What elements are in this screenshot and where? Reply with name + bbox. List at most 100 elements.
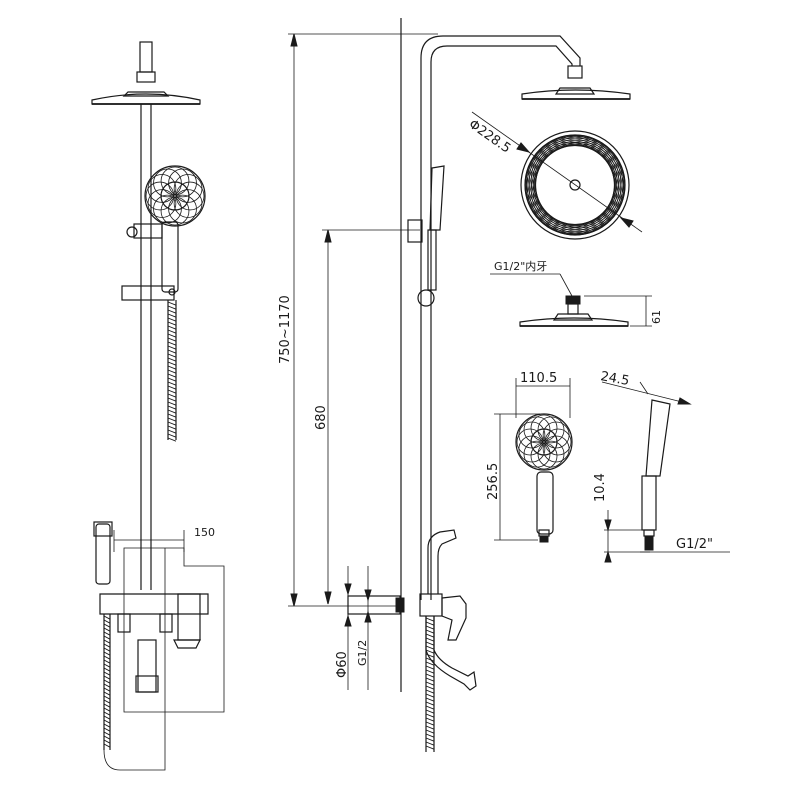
dim-height-arrow-bottom (290, 593, 298, 607)
hose-coil (167, 345, 177, 350)
dim-thread-arrow1 (364, 589, 372, 602)
hose-coil (167, 301, 177, 306)
hand-thread (539, 535, 549, 543)
hose-coil (167, 313, 177, 318)
hand-thread-text: G1/2" (676, 537, 713, 552)
hose-coil (425, 629, 435, 634)
head-side-disc (519, 317, 629, 327)
hose-coil (103, 687, 111, 692)
hose-coil (167, 341, 177, 346)
hand-ring-outer (515, 413, 573, 471)
hose-coil (103, 659, 111, 664)
hose-coil (103, 627, 111, 632)
hose-coil (103, 739, 111, 744)
hose-coil (167, 417, 177, 422)
dim-thread-arrow2 (364, 610, 372, 623)
hose-coil (103, 711, 111, 716)
front-head-connector (136, 71, 156, 83)
hose-coil (103, 707, 111, 712)
hose-coil (103, 719, 111, 724)
front-slider (121, 285, 175, 301)
side-riser-outer (420, 35, 581, 600)
hose-coil (425, 729, 435, 734)
front-holder-knob (126, 226, 138, 238)
hose-coil (425, 677, 435, 682)
lattice-arc (527, 144, 618, 235)
side-head-cap (554, 87, 596, 95)
hose-coil (425, 685, 435, 690)
hose-coil (167, 397, 177, 402)
dim-10-arrow2 (604, 550, 612, 563)
front-hand-handle (161, 221, 179, 293)
hose-coil (167, 405, 177, 410)
head-side-neck (567, 303, 579, 315)
dim-680-arrow-bottom (324, 591, 332, 605)
side-riser-inner (430, 45, 573, 600)
hose-coil (103, 671, 111, 676)
hose-coil (103, 727, 111, 732)
side-spout (425, 616, 477, 691)
front-mixer-body (99, 593, 209, 615)
hose-coil (425, 717, 435, 722)
hose-coil (103, 675, 111, 680)
hose-coil (425, 673, 435, 678)
head-top-lattice (524, 134, 626, 236)
hose-coil (425, 721, 435, 726)
hose-coil (167, 433, 177, 438)
hand-side-end (643, 529, 655, 537)
hand-handle (536, 471, 554, 535)
dim-150-text: 150 (194, 526, 215, 539)
dim-inlet-arrow2 (344, 614, 352, 627)
lattice-arc (542, 421, 570, 449)
lattice-arc (525, 136, 616, 227)
side-wall-bracket (407, 219, 423, 243)
hose-coil (167, 413, 177, 418)
lattice-arc (542, 435, 570, 463)
hose-coil (425, 661, 435, 666)
hose-coil (103, 623, 111, 628)
lattice-arc (518, 421, 546, 449)
dim-hand-depth-ext1 (639, 381, 649, 395)
dim-head-arrow2 (619, 217, 634, 228)
side-mixer-lever (441, 595, 467, 641)
front-lever-tip (173, 639, 201, 649)
hand-lattice (516, 414, 572, 470)
hose-coil (103, 723, 111, 728)
hose-coil (167, 377, 177, 382)
hose-coil (425, 665, 435, 670)
hose-coil (425, 649, 435, 654)
hose-coil (167, 317, 177, 322)
hose-coil (425, 669, 435, 674)
front-shower-head (91, 93, 201, 105)
hose-coil (425, 705, 435, 710)
side-view: 750~1170 680 Φ60 G1/2 (278, 18, 631, 752)
lattice-arc (173, 174, 203, 203)
hose-coil (425, 621, 435, 626)
hand-handle-end (538, 529, 550, 537)
hose-coil (103, 647, 111, 652)
hose-coil (103, 615, 111, 620)
hose-coil (167, 369, 177, 374)
dim-inlet-thread-text: G1/2 (356, 640, 369, 666)
hose-coil (167, 365, 177, 370)
hose-coil (103, 643, 111, 648)
hose-coil (425, 709, 435, 714)
hand-side-view: 24.5 10.4 G1/2" (593, 369, 730, 563)
lattice-arc (532, 135, 623, 226)
front-conn-r (159, 613, 173, 633)
hose-coil (425, 693, 435, 698)
hose-coil (103, 635, 111, 640)
front-hand-lattice (145, 166, 205, 226)
hose-coil (103, 731, 111, 736)
dim-head-diameter-leader (471, 111, 643, 233)
front-hand-ring-inner (160, 181, 190, 211)
hose-coil (167, 437, 177, 442)
front-holder-bracket (133, 223, 163, 239)
hose-coil (425, 681, 435, 686)
lattice-arc (529, 145, 620, 236)
hose-coil (167, 425, 177, 430)
hose-coil (103, 715, 111, 720)
hose-coil (103, 631, 111, 636)
lattice-arc (523, 440, 551, 468)
